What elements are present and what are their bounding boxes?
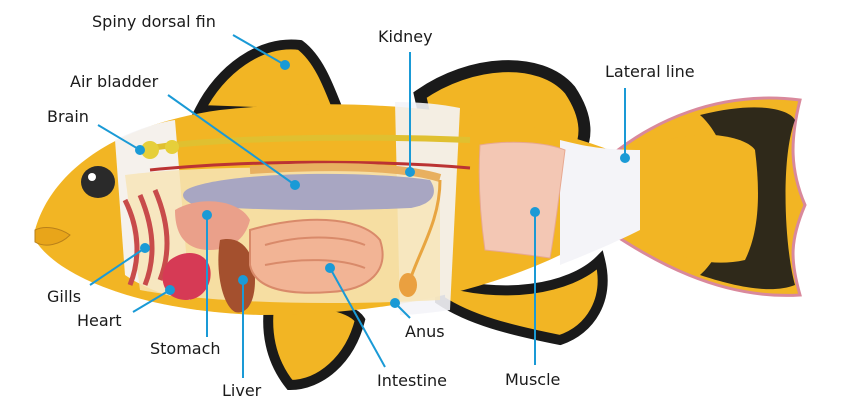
label-stomach: Stomach bbox=[150, 339, 221, 358]
muscle bbox=[478, 141, 566, 259]
label-spiny-dorsal-fin: Spiny dorsal fin bbox=[92, 12, 216, 31]
label-air-bladder: Air bladder bbox=[70, 72, 159, 91]
spiny-dorsal-fin bbox=[192, 39, 348, 121]
air-bladder bbox=[183, 173, 434, 211]
label-lateral-line: Lateral line bbox=[605, 62, 695, 81]
label-gills: Gills bbox=[47, 287, 82, 306]
stomach bbox=[175, 201, 250, 250]
label-kidney: Kidney bbox=[378, 27, 433, 46]
liver bbox=[218, 239, 255, 313]
label-heart: Heart bbox=[77, 311, 122, 330]
leader-lines bbox=[89, 34, 630, 378]
intestine bbox=[249, 218, 384, 294]
label-intestine: Intestine bbox=[377, 371, 448, 390]
label-muscle: Muscle bbox=[505, 370, 561, 389]
label-brain: Brain bbox=[47, 107, 89, 126]
label-liver: Liver bbox=[222, 381, 262, 400]
label-anus: Anus bbox=[405, 322, 445, 341]
